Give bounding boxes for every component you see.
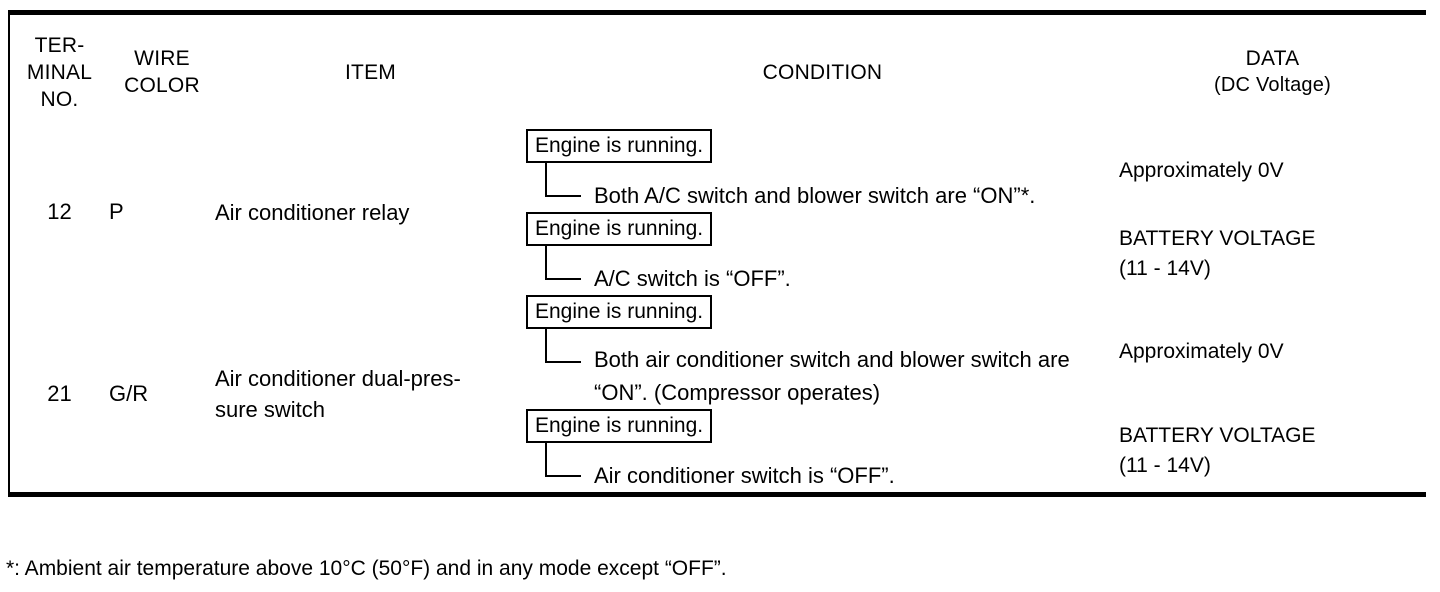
table-row: Engine is running. A/C switch is “OFF”. … [9, 212, 1426, 295]
data-value-line2: (11 - 14V) [1119, 256, 1211, 280]
cell-condition: Engine is running. Both air conditioner … [526, 295, 1119, 409]
cell-wire-color: P [109, 199, 124, 224]
column-header-data-line2: (DC Voltage) [1214, 74, 1331, 96]
footnote-text: *: Ambient air temperature above 10°C (5… [6, 557, 727, 580]
column-header-condition-label: CONDITION [762, 60, 883, 84]
condition-boxed-label: Engine is running. [526, 129, 713, 163]
column-header-item-label: ITEM [345, 60, 396, 84]
condition-boxed-label: Engine is running. [526, 295, 713, 329]
column-header-terminal-line3: NO. [40, 87, 79, 111]
column-header-terminal: TER- MINAL NO. [9, 13, 109, 130]
cell-data-value: BATTERY VOLTAGE (11 - 14V) [1119, 212, 1426, 295]
condition-detail-text: Both air conditioner switch and blower s… [594, 347, 1070, 405]
cell-data-value: Approximately 0V [1119, 129, 1426, 212]
condition-detail-text: A/C switch is “OFF”. [594, 266, 791, 291]
data-value-line1: BATTERY VOLTAGE [1119, 226, 1316, 250]
data-value-line2: (11 - 14V) [1119, 453, 1211, 477]
column-header-condition: CONDITION [526, 13, 1119, 130]
condition-block: Engine is running. Air conditioner switc… [526, 409, 1119, 492]
table-header-row: TER- MINAL NO. WIRE COLOR ITEM CONDITION… [9, 13, 1426, 130]
condition-block: Engine is running. Both A/C switch and b… [526, 129, 1119, 212]
table-row: Engine is running. Air conditioner switc… [9, 409, 1426, 495]
cell-condition: Engine is running. Both A/C switch and b… [526, 129, 1119, 212]
condition-block: Engine is running. Both air conditioner … [526, 295, 1119, 409]
column-header-terminal-line1: TER- [34, 33, 85, 57]
condition-branch: Both air conditioner switch and blower s… [526, 329, 1119, 409]
column-header-wire-color: WIRE COLOR [109, 13, 215, 130]
condition-branch: A/C switch is “OFF”. [526, 246, 1119, 295]
cell-data-value: Approximately 0V [1119, 295, 1426, 409]
condition-boxed-label: Engine is running. [526, 409, 713, 443]
cell-condition: Engine is running. Air conditioner switc… [526, 409, 1119, 495]
condition-boxed-label: Engine is running. [526, 212, 713, 246]
terminal-spec-table: TER- MINAL NO. WIRE COLOR ITEM CONDITION… [8, 10, 1426, 497]
data-value-line1: BATTERY VOLTAGE [1119, 423, 1316, 447]
condition-branch: Both A/C switch and blower switch are “O… [526, 163, 1119, 212]
cell-terminal-no: 21 [47, 380, 72, 406]
column-header-wire-color-line1: WIRE [134, 47, 190, 70]
condition-branch: Air conditioner switch is “OFF”. [526, 443, 1119, 492]
column-header-data: DATA (DC Voltage) [1119, 13, 1426, 130]
column-header-data-line1: DATA [1245, 47, 1300, 70]
column-header-terminal-line2: MINAL [26, 60, 93, 84]
cell-wire-color: G/R [109, 380, 149, 406]
cell-condition: Engine is running. A/C switch is “OFF”. [526, 212, 1119, 295]
condition-block: Engine is running. A/C switch is “OFF”. [526, 212, 1119, 295]
column-header-item: ITEM [215, 13, 526, 130]
condition-detail-text: Air conditioner switch is “OFF”. [594, 463, 895, 488]
cell-item: Air conditioner relay [215, 199, 410, 225]
cell-item: Air conditioner dual-pres- sure switch [215, 365, 461, 422]
data-value-line1: Approximately 0V [1119, 340, 1284, 363]
table-row: 12 P Air conditioner relay Engine is run… [9, 129, 1426, 225]
condition-detail-text: Both A/C switch and blower switch are “O… [594, 183, 1036, 208]
cell-data-value: BATTERY VOLTAGE (11 - 14V) [1119, 409, 1426, 495]
data-value-line1: Approximately 0V [1119, 158, 1284, 182]
column-header-wire-color-line2: COLOR [124, 74, 200, 97]
cell-terminal-no: 12 [47, 199, 72, 224]
table-row: 21 G/R Air conditioner dual-pres- sure s… [9, 295, 1426, 422]
